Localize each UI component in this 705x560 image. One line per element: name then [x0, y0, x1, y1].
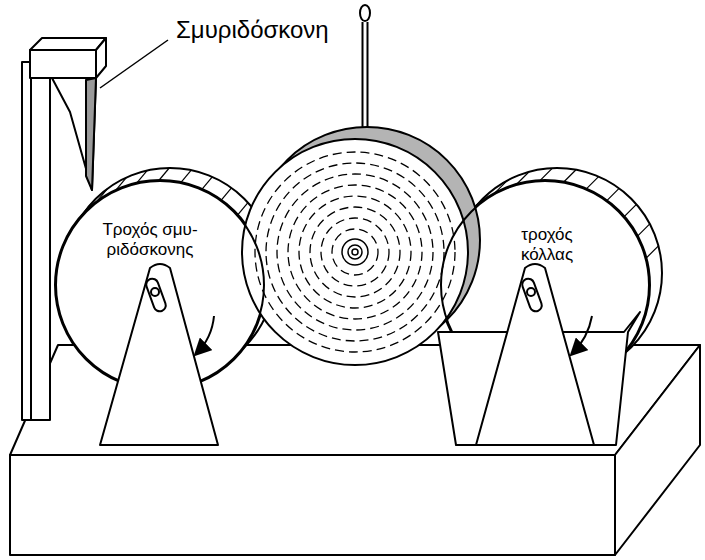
rim-segment [638, 224, 650, 236]
winding-ring [288, 185, 422, 319]
winding-ring [332, 229, 378, 275]
winding-ring [299, 196, 411, 308]
rim-segment [181, 170, 191, 182]
winding-ring [255, 152, 455, 352]
handle-loop [360, 5, 370, 21]
rim-segment [221, 188, 231, 200]
axle-slot [521, 277, 544, 313]
wheel-label: τροχός κόλλας [507, 225, 587, 264]
rim-segment [540, 168, 552, 180]
rotation-arrow [572, 316, 592, 354]
hopper-funnel [52, 78, 96, 190]
base-side [615, 345, 700, 555]
wheel-hub [348, 245, 362, 259]
handle-rod-inner [364, 22, 367, 132]
wheel-outline [440, 180, 650, 390]
winding-ring [266, 163, 444, 341]
axle [527, 288, 535, 296]
right-stand [476, 264, 594, 445]
winding-ring [277, 174, 433, 330]
base-front [10, 455, 615, 555]
rim-segment [238, 203, 248, 215]
post-edge [30, 62, 32, 420]
rim-segment [646, 246, 658, 258]
left-stand [100, 264, 218, 445]
wheel-hub [342, 239, 368, 265]
wound-wheel [242, 127, 480, 365]
emery-stream [86, 78, 96, 190]
winding-ring [321, 218, 389, 286]
wheel-outline-circle [56, 181, 264, 389]
wheel-hub [352, 249, 358, 255]
hopper-top [30, 38, 106, 50]
wheel-outline [55, 180, 265, 390]
rim-segment [564, 170, 576, 182]
rotation-arrow [196, 316, 214, 354]
rim-segment [624, 204, 636, 216]
hopper-side [96, 38, 106, 78]
winding-ring [310, 207, 400, 297]
handle [360, 5, 370, 132]
rim-segment [587, 177, 599, 189]
wheel-node: Τροχός σμυ- ριδόσκονης [55, 180, 265, 390]
wheel-face [242, 139, 468, 365]
part-label: Σμυριδόσκονη [176, 16, 329, 44]
axle-slot [145, 277, 168, 313]
wheel-label: Τροχός σμυ- ριδόσκονης [89, 220, 211, 259]
rim-segment [159, 168, 169, 180]
wheel-node: τροχός κόλλας [440, 180, 650, 390]
emery-wheel [55, 168, 275, 390]
rim-segment [607, 188, 619, 200]
hopper-front [30, 50, 96, 78]
leader-line [100, 40, 168, 88]
handle-rod [362, 22, 369, 132]
rim-segment [202, 177, 212, 189]
wheel-outline-circle [441, 181, 649, 389]
axle [151, 288, 159, 296]
glue-tray [438, 312, 640, 445]
wheel-face [55, 180, 265, 390]
stand-post [22, 62, 50, 420]
